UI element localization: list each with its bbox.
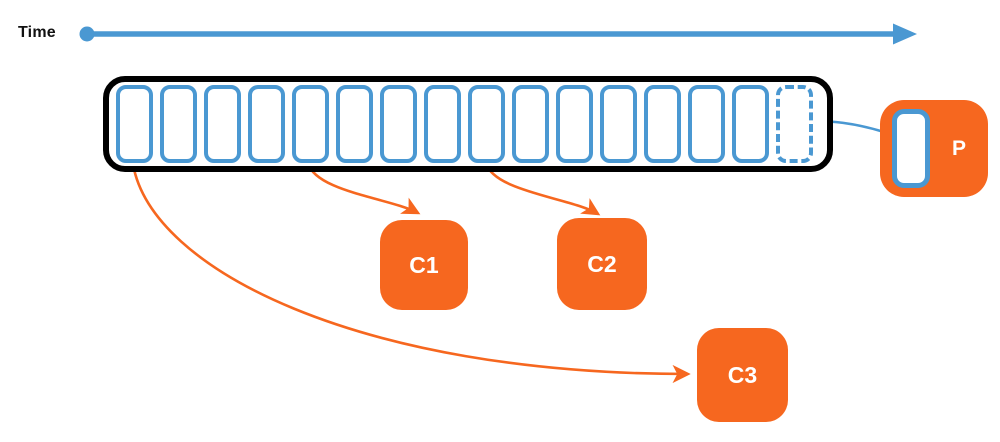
consumer-label-c1: C1 [409,251,439,278]
queue-slot [116,85,153,163]
queue-slot [336,85,373,163]
queue-slot [424,85,461,163]
queue-slot [688,85,725,163]
consumer-label-c3: C3 [727,361,758,388]
consumer-box-c1: C1 [380,220,468,310]
time-arrow [79,23,917,45]
queue-slot-dashed [776,85,813,163]
queue-slot [380,85,417,163]
producer-slot [892,109,930,188]
consumer-label-c2: C2 [587,250,617,277]
consumer-box-c2: C2 [557,218,647,310]
queue-slot [292,85,329,163]
producer-label: P [951,136,966,160]
consumer-box-c3: C3 [697,328,788,422]
queue-slot [556,85,593,163]
queue-slot [644,85,681,163]
queue-slot [160,85,197,163]
queue-slot [468,85,505,163]
time-axis-label: Time [18,24,56,41]
queue-container [103,76,833,172]
queue-slot [600,85,637,163]
consume-arrow-c3 [131,163,691,384]
queue-slot [248,85,285,163]
queue-slot [512,85,549,163]
producer-box: P [880,100,988,197]
queue-slot [732,85,769,163]
queue-slot [204,85,241,163]
